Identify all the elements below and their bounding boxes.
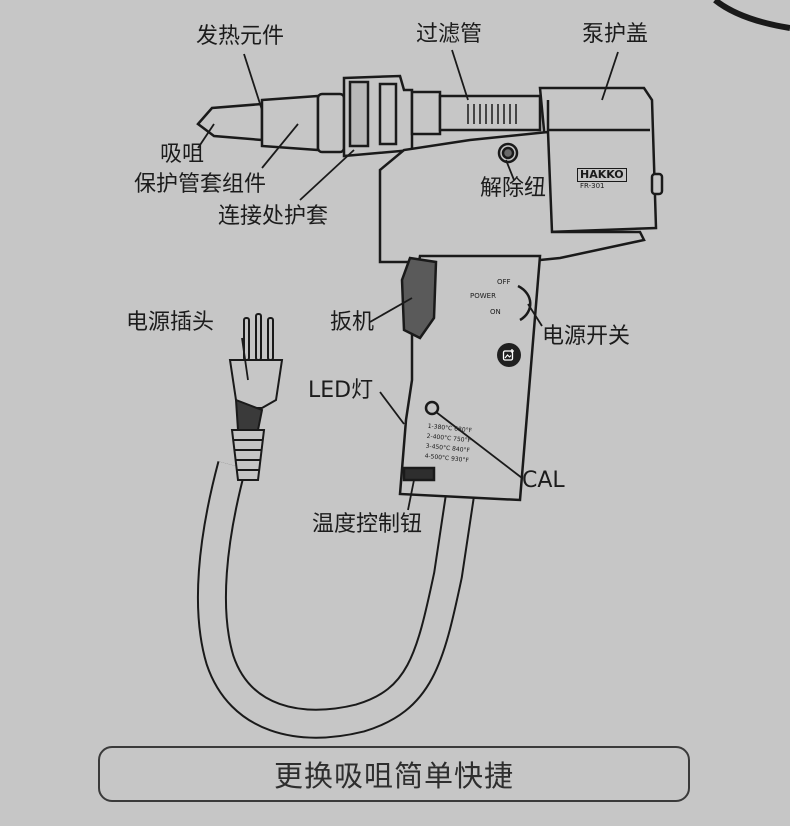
switch-off-label: OFF	[497, 278, 511, 286]
image-edit-icon	[502, 349, 514, 361]
label-nozzle-sleeve: 保护管套组件	[134, 172, 267, 197]
label-power-plug: 电源插头	[126, 310, 215, 335]
label-power-switch: 电源开关	[542, 324, 631, 349]
label-temp-knob: 温度控制钮	[312, 512, 423, 537]
banner-text: 更换吸咀简单快捷	[273, 759, 514, 793]
label-cal: CAL	[522, 468, 565, 493]
corner-arc	[713, 0, 790, 31]
switch-power-label: POWER	[470, 292, 496, 300]
label-nozzle: 吸咀	[160, 142, 205, 167]
brand-logo: HAKKO	[577, 168, 627, 182]
label-release-button: 解除纽	[480, 176, 547, 201]
model-label: FR-301	[580, 182, 605, 190]
image-edit-button[interactable]	[497, 343, 521, 367]
temp-settings-list: 1-380°C 680°F 2-400°C 750°F 3-450°C 840°…	[424, 422, 472, 466]
leader-lines	[197, 49, 619, 511]
label-filter-tube: 过滤管	[416, 22, 483, 47]
label-trigger: 扳机	[330, 310, 375, 335]
gun-body	[196, 74, 664, 502]
power-cord	[196, 461, 475, 739]
caption-banner: 更换吸咀简单快捷	[98, 746, 690, 802]
switch-on-label: ON	[490, 308, 501, 316]
power-plug	[228, 313, 284, 481]
label-led: LED灯	[308, 378, 374, 403]
label-pump-cover: 泵护盖	[582, 22, 649, 47]
label-joint-sleeve: 连接处护套	[218, 204, 329, 229]
label-heating-element: 发热元件	[196, 24, 285, 49]
